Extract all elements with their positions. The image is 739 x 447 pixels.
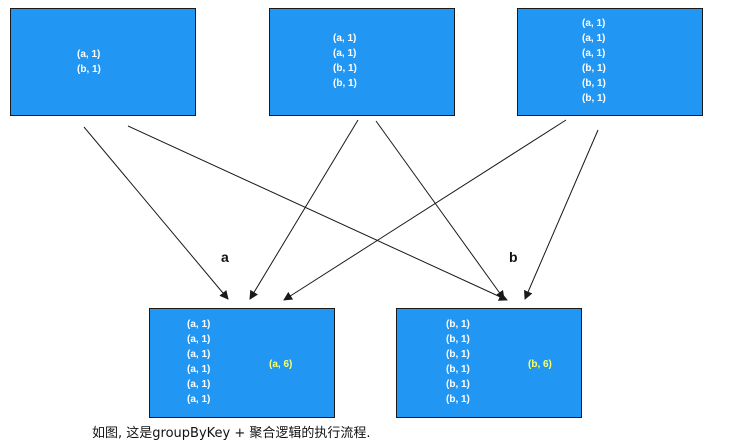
record: (b, 1) [582, 78, 606, 89]
record: (b, 1) [582, 63, 606, 74]
record: (a, 1) [77, 49, 101, 60]
key-label-b: b [509, 249, 518, 265]
map-partition-3-records: (a, 1) (a, 1) (a, 1) (b, 1) (b, 1) (b, 1… [582, 16, 606, 106]
shuffle-arrow-m3-to-b [524, 129, 599, 300]
shuffle-arrow-m2-to-b [375, 120, 505, 300]
record: (a, 1) [187, 379, 211, 390]
record: (b, 1) [446, 364, 470, 375]
record: (b, 1) [446, 379, 470, 390]
record: (b, 1) [333, 78, 357, 89]
shuffle-arrow-m2-to-a [249, 119, 359, 300]
record: (a, 1) [187, 334, 211, 345]
record: (a, 1) [187, 364, 211, 375]
shuffle-arrow-m3-to-a [283, 119, 567, 301]
record: (a, 1) [187, 319, 211, 330]
record: (b, 1) [333, 63, 357, 74]
record: (b, 1) [77, 64, 101, 75]
shuffle-arrow-m1-to-a [83, 126, 229, 300]
aggregated-result-b: (b, 6) [528, 359, 552, 370]
reduce-partition-a: (a, 1) (a, 1) (a, 1) (a, 1) (a, 1) (a, 1… [149, 308, 335, 418]
key-label-a: a [221, 249, 229, 265]
record: (a, 1) [582, 48, 606, 59]
shuffle-arrow-m1-to-b [127, 125, 508, 301]
reduce-partition-b-records: (b, 1) (b, 1) (b, 1) (b, 1) (b, 1) (b, 1… [446, 317, 470, 407]
record: (b, 1) [446, 334, 470, 345]
record: (a, 1) [333, 48, 357, 59]
map-partition-2: (a, 1) (a, 1) (b, 1) (b, 1) [269, 8, 455, 116]
map-partition-1: (a, 1) (b, 1) [10, 8, 196, 116]
map-partition-3: (a, 1) (a, 1) (a, 1) (b, 1) (b, 1) (b, 1… [517, 8, 703, 116]
record: (b, 1) [446, 394, 470, 405]
record: (a, 1) [333, 33, 357, 44]
record: (b, 1) [446, 319, 470, 330]
caption: 如图, 这是groupByKey + 聚合逻辑的执行流程. [92, 426, 371, 441]
reduce-partition-b: (b, 1) (b, 1) (b, 1) (b, 1) (b, 1) (b, 1… [396, 308, 582, 418]
record: (b, 1) [582, 93, 606, 104]
record: (a, 1) [187, 349, 211, 360]
record: (a, 1) [187, 394, 211, 405]
record: (b, 1) [446, 349, 470, 360]
map-partition-2-records: (a, 1) (a, 1) (b, 1) (b, 1) [333, 31, 357, 91]
map-partition-1-records: (a, 1) (b, 1) [77, 47, 101, 77]
record: (a, 1) [582, 33, 606, 44]
aggregated-result-a: (a, 6) [269, 359, 293, 370]
record: (a, 1) [582, 18, 606, 29]
reduce-partition-a-records: (a, 1) (a, 1) (a, 1) (a, 1) (a, 1) (a, 1… [187, 317, 210, 407]
